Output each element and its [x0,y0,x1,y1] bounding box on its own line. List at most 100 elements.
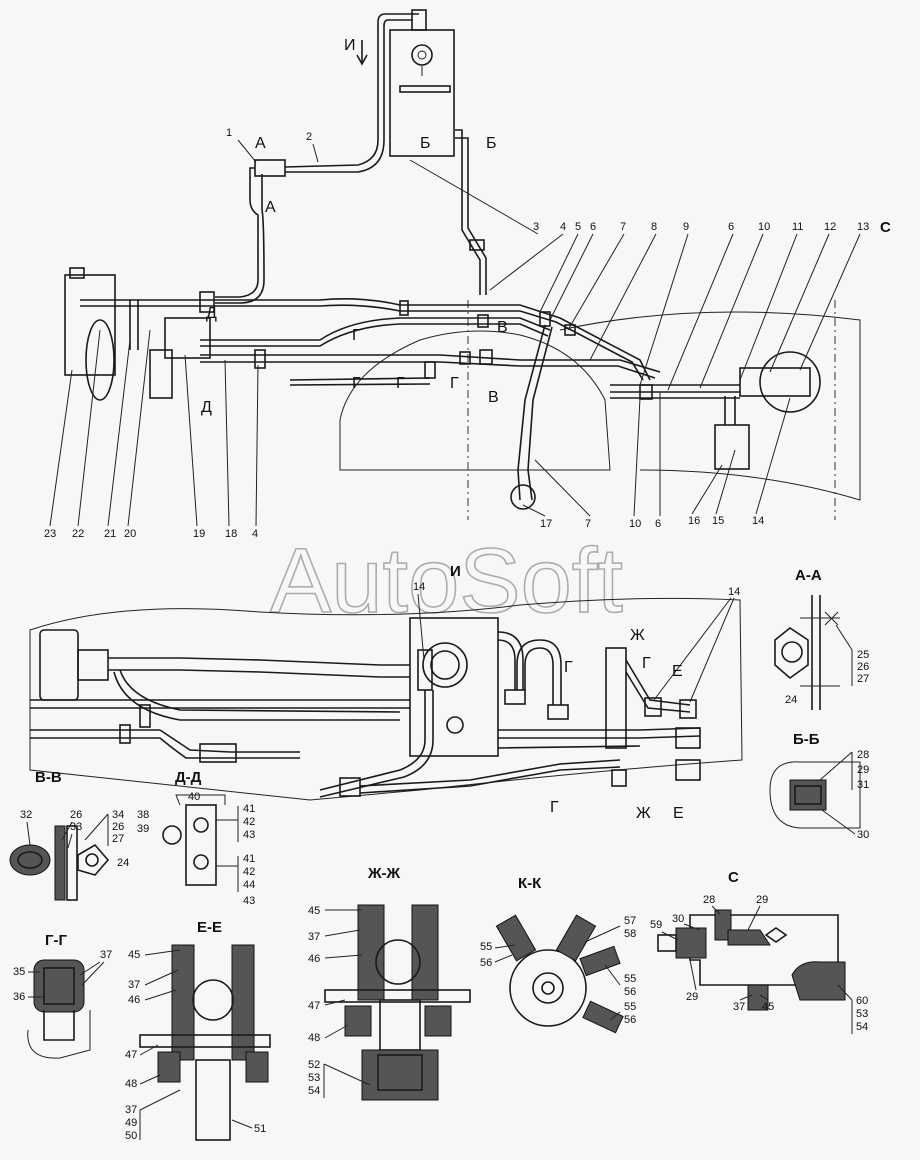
marker-d: Д [201,399,212,416]
clamp [469,239,485,251]
callout: 26 [70,809,82,821]
regulator-center [541,981,555,995]
bb-outline [769,761,861,829]
callout: 58 [624,928,636,940]
pipe-tail [43,1010,75,1041]
main-pipe-mid [200,317,551,341]
leader-lines [835,624,853,686]
callout: 29 [756,894,768,906]
brake-chamber [510,484,536,510]
detail-c-circle [759,351,821,413]
grommet [789,779,827,811]
callout: 56 [624,1014,636,1026]
callout: 43 [243,829,255,841]
section-gg-title: Г-Г [45,932,67,949]
rear-pipes [610,384,740,399]
callout: 14 [752,515,764,527]
callout: 23 [44,528,56,540]
bracket-plate [185,804,217,886]
grommet [33,959,85,1013]
callout: 25 [857,649,869,661]
plug [714,909,732,941]
section-vv: В-В 32 26 33 34 26 27 24 [9,769,129,901]
callout: 41 [243,803,255,815]
callout: 40 [188,791,200,803]
callout: 31 [857,779,869,791]
callout: 10 [758,221,770,233]
branch-pipe [289,377,431,381]
marker-a: А [255,135,266,152]
marker-g: Г [352,375,361,392]
callout: 7 [620,221,626,233]
callout: 26 [112,821,124,833]
callout: 37 [308,931,320,943]
fitting [479,349,493,365]
callout: 32 [20,809,32,821]
pipe-b [359,766,621,794]
nut-left [344,1005,372,1037]
callout: 22 [72,528,84,540]
pipe-section [162,825,182,845]
section-gg: Г-Г 35 36 37 [13,932,112,1059]
callout: 42 [243,866,255,878]
callout: 2 [306,131,312,143]
callout: 49 [125,1117,137,1129]
callout: 30 [672,913,684,925]
leader-lines [417,593,735,703]
bolt-hole [193,854,209,870]
nut [77,843,110,876]
callout: 55 [480,941,492,953]
bottom-cavity [377,1054,423,1091]
main-pipe-upper [80,297,651,381]
pipe [108,657,410,666]
pipe-b [113,671,400,721]
pipe-b [159,737,300,759]
callout: 5 [575,221,581,233]
fitting [675,727,701,749]
detail-c-title: С [728,869,739,886]
nut-right [245,1051,269,1083]
plate [54,825,66,901]
inlet-fitting [675,927,707,959]
leader-lines [28,961,105,998]
callout: 36 [13,991,25,1003]
section-kk-title: К-К [518,875,542,892]
callout: 29 [857,764,869,776]
callout: 39 [137,823,149,835]
marker-zh: Ж [636,805,651,822]
body-right [231,944,255,1061]
marker-g: Г [550,799,559,816]
callout: 34 [112,809,124,821]
bolt [85,853,99,867]
marker-g: Г [450,375,459,392]
callout: 13 [857,221,869,233]
plate [324,989,471,1003]
leader-lines [49,329,791,527]
fitting [675,759,701,781]
callout: 18 [225,528,237,540]
callout: 10 [629,518,641,530]
main-pipe-mid-b [200,323,549,347]
callout: 54 [308,1085,320,1097]
marker-a: А [265,199,276,216]
marker-e: Е [672,663,683,680]
body-left [357,904,385,1001]
section-ee-title: Е-Е [197,919,222,936]
fitting-1 [254,159,286,177]
fitting [639,384,653,400]
main-pipe-low [200,354,661,373]
callout: 14 [728,586,740,598]
callout: 4 [560,221,566,233]
plate-b [66,825,78,901]
section-vv-title: В-В [35,769,62,786]
leader-lines [26,813,109,849]
fitting [679,699,697,719]
callout: 6 [655,518,661,530]
fitting-d [199,291,215,313]
callout: 17 [540,518,552,530]
fitting [547,704,569,720]
u-loop-pipe [497,639,554,705]
callout: 35 [13,966,25,978]
callout: 48 [125,1078,137,1090]
arrow-i-head [356,54,368,66]
